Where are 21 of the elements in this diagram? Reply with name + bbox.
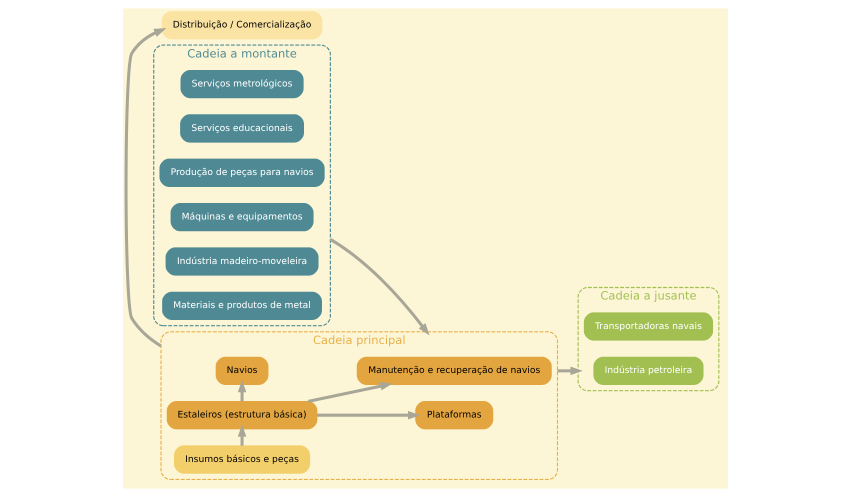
node-box: Serviços educacionais (180, 114, 304, 143)
node-box: Indústria madeiro-moveleira (166, 247, 319, 276)
node-box: Plataformas (415, 401, 494, 430)
node-box: Distribuição / Comercialização (162, 11, 322, 40)
arrow (124, 28, 166, 348)
node-box: Indústria petroleira (593, 356, 704, 385)
arrow (557, 366, 583, 376)
arrow (317, 410, 420, 420)
arrow (308, 382, 393, 403)
node-box: Manutenção e recuperação de navios (356, 356, 552, 385)
node-box: Produção de peças para navios (159, 158, 325, 187)
arrow (238, 424, 246, 446)
node-box: Materiais e produtos de metal (162, 292, 322, 320)
node-box: Navios (216, 356, 268, 385)
arrow (238, 380, 246, 402)
node-box: Insumos básicos e peças (174, 445, 310, 474)
node-box: Transportadoras navais (584, 312, 714, 341)
arrow (330, 238, 430, 336)
node-box: Serviços metrológicos (180, 70, 304, 98)
node-box: Máquinas e equipamentos (170, 203, 314, 232)
node-box: Estaleiros (estrutura básica) (166, 401, 318, 430)
